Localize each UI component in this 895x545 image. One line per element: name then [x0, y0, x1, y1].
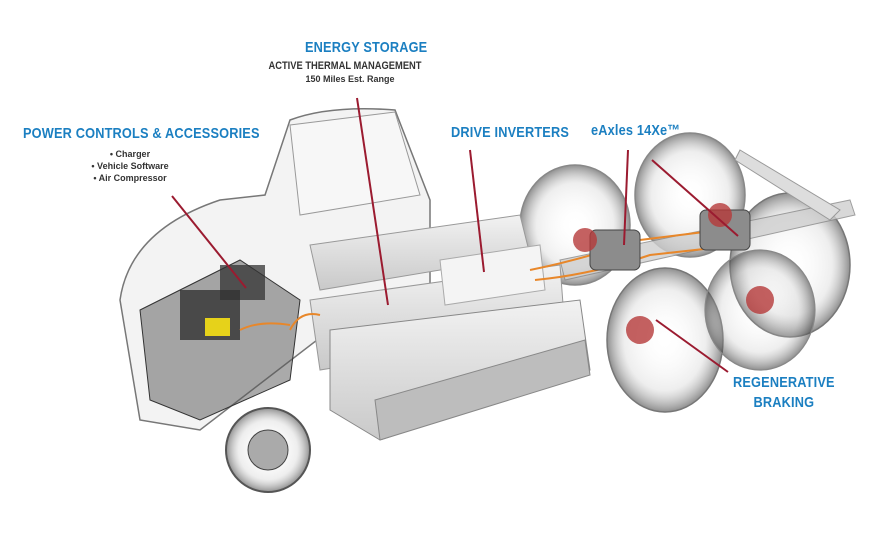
- drive-inverters-title: DRIVE INVERTERS: [451, 124, 570, 141]
- eaxles-title: eAxles 14Xe™: [591, 122, 681, 139]
- list-item-vehicle-software: • Vehicle Software: [91, 161, 169, 171]
- power-controls-items: • Charger • Vehicle Software • Air Compr…: [70, 148, 190, 184]
- power-controls-title: POWER CONTROLS & ACCESSORIES: [23, 125, 260, 142]
- leader-regenerative-braking: [655, 319, 729, 373]
- leader-energy-storage: [356, 97, 389, 306]
- leader-lines: [171, 97, 739, 373]
- regenerative-braking-line1: REGENERATIVE: [733, 374, 835, 391]
- eaxle-motors: [573, 203, 774, 344]
- cab: [119, 108, 431, 431]
- energy-storage-title: ENERGY STORAGE: [305, 39, 428, 56]
- battery-packs: [309, 214, 591, 441]
- leader-drive-inverters: [469, 149, 485, 273]
- energy-storage-subtitle: ACTIVE THERMAL MANAGEMENT: [268, 60, 422, 72]
- energy-storage-detail: 150 Miles Est. Range: [305, 74, 395, 84]
- leader-power-controls: [171, 195, 247, 289]
- list-item-charger: • Charger: [109, 149, 151, 159]
- leader-eaxles-1: [623, 149, 629, 246]
- regenerative-braking-title: REGENERATIVE BRAKING: [733, 373, 835, 413]
- regenerative-braking-line2: BRAKING: [753, 394, 815, 411]
- leader-eaxles-2: [651, 159, 739, 237]
- list-item-air-compressor: • Air Compressor: [93, 173, 167, 183]
